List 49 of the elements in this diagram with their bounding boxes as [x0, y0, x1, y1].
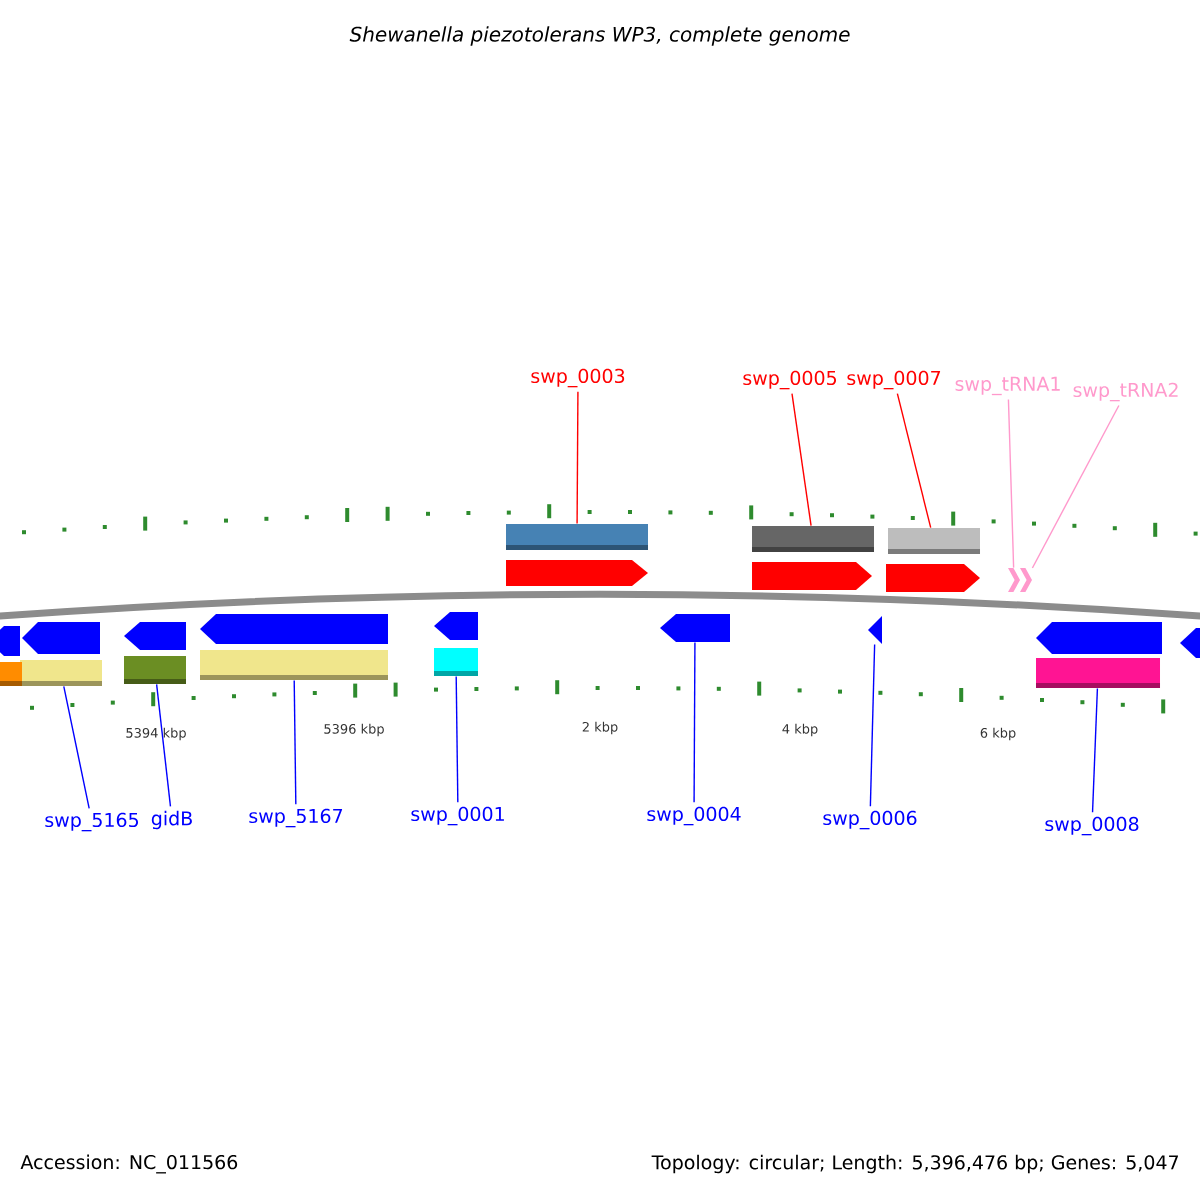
gene-label: swp_0003 [531, 368, 625, 388]
trna-marker [1008, 568, 1020, 592]
gene-label: swp_tRNA1 [955, 376, 1060, 396]
leader-line [693, 641, 696, 804]
leader-line [293, 679, 297, 806]
gene-block [1036, 622, 1162, 654]
gene-block [886, 564, 980, 592]
leader-line [791, 393, 812, 527]
leader-line [1007, 398, 1015, 569]
leader-line [63, 685, 90, 810]
title: Shewanella piezotolerans WP3, complete genome [349, 26, 850, 46]
gene-label: gidB [151, 810, 192, 830]
accession-note: Accession: NC_011566 [20, 1154, 238, 1174]
gene-block [868, 616, 882, 644]
gene-label: swp_0006 [823, 810, 917, 830]
leader-line [869, 643, 876, 808]
feature-bar [434, 648, 478, 676]
gene-label: swp_0008 [1045, 816, 1139, 836]
feature-bar [200, 650, 388, 680]
leader-line [155, 683, 172, 808]
gene-label: swp_0004 [647, 806, 741, 826]
feature-bar [0, 662, 22, 686]
feature-bar [124, 656, 186, 684]
leader-line [576, 391, 579, 525]
gene-block [0, 626, 20, 656]
leader-line [455, 675, 459, 804]
gene-block [660, 614, 730, 642]
leader-line [1031, 404, 1120, 569]
leader-line [1091, 687, 1099, 814]
gene-block [434, 612, 478, 640]
summary-note: Topology: circular; Length: 5,396,476 bp; Genes: 5,047 [651, 1154, 1178, 1174]
gene-block [124, 622, 186, 650]
gene-block [752, 562, 872, 590]
trna-marker [1020, 568, 1032, 592]
feature-bar [506, 524, 648, 550]
gene-block [1180, 628, 1200, 658]
leader-line [896, 392, 932, 529]
gene-block [506, 560, 648, 586]
gene-label: swp_0007 [847, 370, 941, 390]
gene-block [200, 614, 388, 644]
gene-label: swp_0005 [743, 370, 837, 390]
gene-label: swp_5165 [45, 812, 139, 832]
feature-bar [888, 528, 980, 554]
feature-bar [1036, 658, 1160, 688]
gene-label: swp_0001 [411, 806, 504, 826]
feature-bar [752, 526, 874, 552]
gene-label: swp_tRNA2 [1073, 382, 1178, 402]
feature-bar [20, 660, 102, 686]
gene-label: swp_5167 [249, 808, 343, 828]
